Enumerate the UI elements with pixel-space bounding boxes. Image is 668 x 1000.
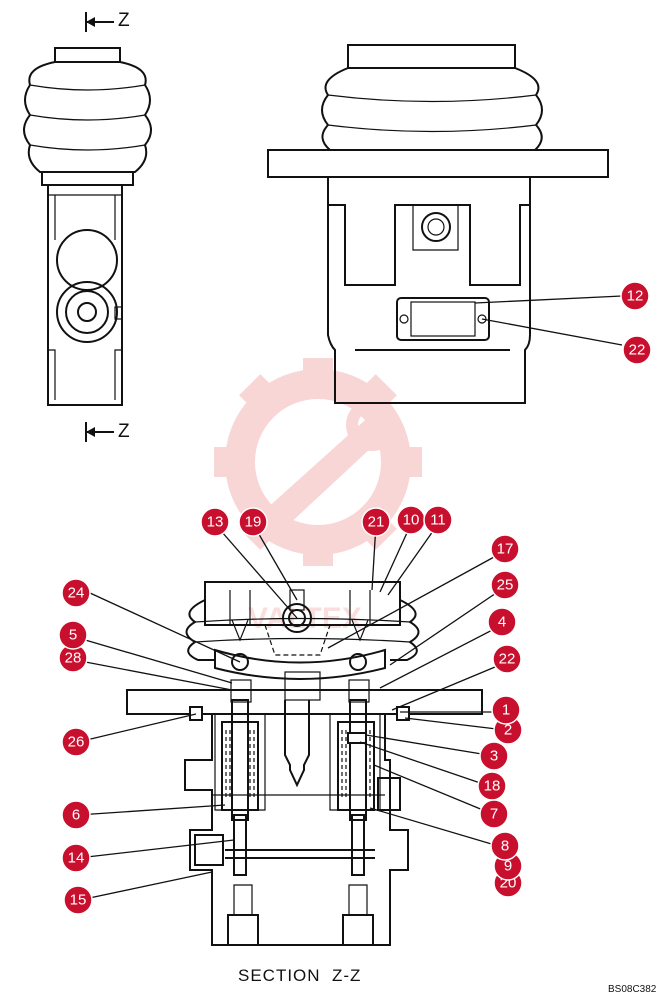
callout-11: 10: [396, 505, 426, 535]
svg-text:8: 8: [501, 838, 509, 855]
section-view: [126, 581, 483, 946]
section-mark-top: Z: [118, 10, 130, 31]
svg-text:21: 21: [368, 514, 385, 531]
leader-lines: [74, 295, 623, 901]
svg-text:24: 24: [68, 585, 85, 602]
callout-13: 13: [200, 507, 230, 537]
callout-14: 14: [61, 843, 91, 873]
section-mark-bottom: Z: [118, 421, 130, 442]
svg-text:19: 19: [245, 514, 262, 531]
section-marker-top: [85, 12, 114, 32]
svg-text:1: 1: [502, 702, 510, 719]
side-view: [23, 47, 152, 406]
callout-bubbles: 12 22 13 19 21 10 11 17 24 25 4 28 5 22 …: [58, 281, 652, 915]
callout-23: 22: [492, 644, 522, 674]
callout-12: 11: [423, 505, 453, 535]
svg-text:11: 11: [430, 512, 446, 529]
svg-text:22: 22: [499, 651, 516, 668]
callout-21: 21: [361, 507, 391, 537]
callout-18: 18: [477, 771, 507, 801]
svg-text:4: 4: [498, 614, 506, 631]
svg-text:17: 17: [497, 541, 514, 558]
svg-text:26: 26: [68, 734, 85, 751]
svg-text:14: 14: [68, 850, 85, 867]
callout-28: 28: [58, 643, 88, 673]
svg-text:5: 5: [69, 627, 77, 644]
svg-text:15: 15: [70, 892, 87, 909]
callout-7: 7: [479, 799, 509, 829]
svg-text:22: 22: [629, 342, 646, 359]
callout-24: 24: [61, 578, 91, 608]
callout-25: 25: [490, 570, 520, 600]
callout-19: 19: [238, 507, 268, 537]
callout-15: 15: [63, 885, 93, 915]
callout-5: 5: [58, 620, 88, 650]
svg-text:13: 13: [207, 514, 224, 531]
callout-26: 26: [61, 727, 91, 757]
drawing-code: BS08C382: [608, 984, 657, 995]
callout-1: 1: [491, 695, 521, 725]
svg-text:9: 9: [504, 858, 512, 875]
callout-9: 8: [490, 831, 520, 861]
gear-wrench-logo-icon: [214, 358, 422, 566]
callout-6: 6: [61, 800, 91, 830]
callout-22: 22: [622, 335, 652, 365]
svg-text:28: 28: [65, 650, 82, 667]
section-marker-bottom: [85, 422, 114, 442]
front-view: [267, 44, 609, 404]
svg-text:2: 2: [504, 722, 512, 739]
svg-text:7: 7: [490, 806, 498, 823]
svg-text:10: 10: [403, 512, 420, 529]
svg-text:12: 12: [627, 288, 644, 305]
callout-4: 4: [487, 607, 517, 637]
svg-text:18: 18: [484, 778, 501, 795]
callout-17: 17: [490, 534, 520, 564]
callout-8: 12: [620, 281, 650, 311]
svg-text:25: 25: [497, 577, 514, 594]
svg-text:6: 6: [72, 807, 80, 824]
svg-text:3: 3: [490, 748, 498, 765]
callout-3: 3: [479, 741, 509, 771]
section-caption: SECTION Z-Z: [238, 966, 362, 985]
